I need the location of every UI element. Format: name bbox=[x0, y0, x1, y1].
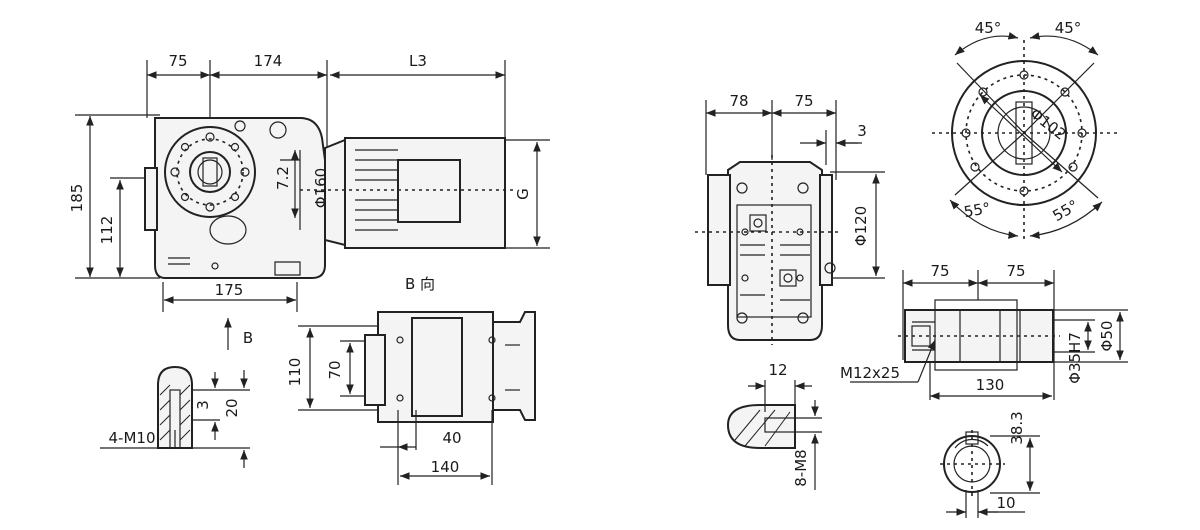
dim-38-3: 38.3 bbox=[1008, 411, 1026, 444]
b-view-title: B 向 bbox=[405, 275, 435, 293]
dim-75-s2: 75 bbox=[1006, 262, 1025, 280]
dim-75-left: 75 bbox=[168, 52, 187, 70]
dim-phi160: Φ160 bbox=[312, 168, 330, 208]
front-view: 75 174 L3 185 112 7.2 Φ160 G 175 B bbox=[68, 52, 550, 350]
dim-78: 78 bbox=[729, 92, 748, 110]
angle-45-right: 45° bbox=[1055, 19, 1082, 37]
flange-view: 45° 45° Φ102 55° 55° bbox=[932, 19, 1118, 240]
shaft-section: 75 75 Φ50 Φ35H7 M12x25 130 bbox=[840, 262, 1128, 400]
dim-12: 12 bbox=[768, 361, 787, 379]
dim-75-mid: 75 bbox=[794, 92, 813, 110]
dim-L3: L3 bbox=[409, 52, 427, 70]
dim-3: 3 bbox=[194, 400, 212, 410]
dim-m12x25: M12x25 bbox=[840, 364, 900, 382]
dim-110: 110 bbox=[286, 358, 304, 387]
dim-10: 10 bbox=[996, 494, 1015, 512]
tapped-hole-detail-left: 3 20 4-M10 bbox=[100, 365, 250, 468]
dim-3-right: 3 bbox=[857, 122, 867, 140]
dim-4-m10: 4-M10 bbox=[109, 429, 156, 447]
dim-130: 130 bbox=[976, 376, 1005, 394]
dim-7-2: 7.2 bbox=[274, 166, 292, 190]
thread-detail: 12 8-M8 bbox=[726, 361, 822, 490]
dim-40: 40 bbox=[442, 429, 461, 447]
dim-185: 185 bbox=[68, 184, 86, 213]
b-view: B 向 110 70 40 140 bbox=[286, 275, 536, 485]
dim-G: G bbox=[514, 188, 532, 200]
dim-70: 70 bbox=[326, 360, 344, 379]
dim-phi50: Φ50 bbox=[1098, 321, 1116, 352]
dim-20: 20 bbox=[223, 398, 241, 417]
dim-112: 112 bbox=[98, 216, 116, 245]
dim-phi35h7: Φ35H7 bbox=[1066, 332, 1084, 384]
angle-45-left: 45° bbox=[975, 19, 1002, 37]
dim-175: 175 bbox=[215, 281, 244, 299]
dim-140: 140 bbox=[431, 458, 460, 476]
side-view: 78 75 3 Φ120 bbox=[695, 92, 885, 345]
dim-174: 174 bbox=[254, 52, 283, 70]
dim-8-m8: 8-M8 bbox=[792, 449, 810, 486]
angle-55-left: 55° bbox=[962, 199, 991, 221]
dim-phi120: Φ120 bbox=[852, 206, 870, 246]
keyed-bore-section: 38.3 10 bbox=[940, 411, 1040, 518]
view-arrow-B: B bbox=[243, 329, 253, 347]
dim-75-s1: 75 bbox=[930, 262, 949, 280]
